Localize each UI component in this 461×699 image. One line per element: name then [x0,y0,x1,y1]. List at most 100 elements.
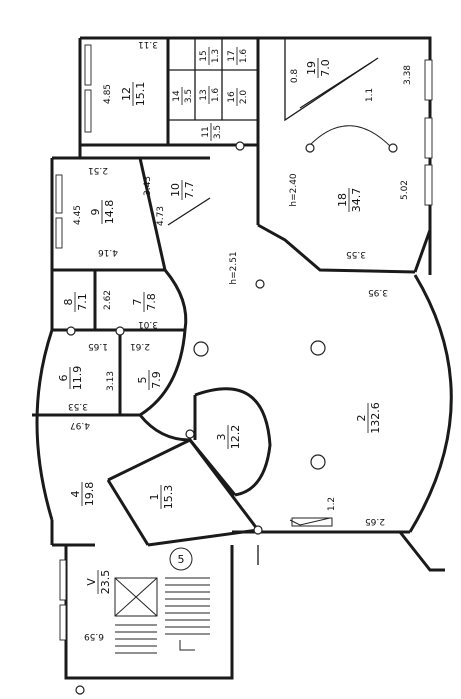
windows [55,44,433,641]
stair-marker-circle [169,547,193,571]
window [84,44,92,86]
dim-label: 4.45 [73,205,83,225]
room-label-1: 1 15.3 [148,485,175,510]
room-label-16: 16 2.0 [227,88,249,106]
svg-text:12.2: 12.2 [229,425,242,450]
svg-text:7.8: 7.8 [145,293,158,311]
svg-text:15.3: 15.3 [162,485,175,510]
svg-text:23.5: 23.5 [99,570,112,595]
svg-text:18: 18 [336,193,349,207]
room-label-9: 9 14.8 [89,200,116,225]
room-label-4: 4 19.8 [69,482,96,507]
lamp [388,143,398,153]
dim-label: 2.61 [130,341,150,351]
svg-text:8: 8 [62,299,75,306]
svg-text:7.1: 7.1 [76,293,89,311]
dim-label: 4.73 [156,206,166,226]
partitions [32,38,432,565]
dim-label: 4.97 [70,420,90,430]
svg-text:13: 13 [199,89,209,100]
svg-text:7.9: 7.9 [150,371,163,389]
room-label-V: V 23.5 [85,570,112,595]
svg-text:19: 19 [305,61,318,75]
window [424,117,433,159]
svg-text:132.6: 132.6 [369,402,382,434]
room-label-19: 19 7.0 [305,58,332,78]
room-label-8: 8 7.1 [62,292,89,312]
dim-label: 3.95 [368,287,388,297]
window [59,604,67,641]
room-label-5: 5 7.9 [136,370,163,390]
lamp [255,279,265,289]
dim-label: 6.59 [84,631,104,641]
dim-label: 3.11 [138,39,158,49]
window [424,164,433,206]
doors [289,517,333,527]
svg-text:3.5: 3.5 [213,125,223,139]
svg-text:3: 3 [215,434,228,441]
window [59,559,67,601]
dim-label: 3.53 [68,401,88,411]
room-label-3: 3 12.2 [215,425,242,450]
svg-text:12: 12 [120,87,133,101]
lamp [310,454,326,470]
svg-text:3.5: 3.5 [184,89,194,103]
room-label-12: 12 15.1 [120,82,147,107]
svg-text:1.6: 1.6 [239,49,249,64]
svg-text:10: 10 [169,183,182,197]
svg-text:2: 2 [355,415,368,422]
svg-text:15: 15 [199,50,209,61]
dim-label: 3.13 [106,371,116,391]
dim-label: 2.65 [365,516,385,526]
room-label-6: 6 11.9 [57,366,84,391]
dim-label: 5.02 [400,180,410,200]
room-label-18: 18 34.7 [336,188,363,213]
window [424,59,433,101]
dim-label: 3.01 [138,319,158,329]
dim-label: 1.65 [88,341,108,351]
room-label-11: 11 3.5 [201,123,223,141]
lamp [305,143,315,153]
stair-shaft [114,577,158,617]
fixtures [66,125,398,695]
door [291,517,333,527]
svg-text:1.3: 1.3 [211,49,221,63]
svg-text:11: 11 [201,126,211,137]
dim-label: 2.51 [88,165,108,175]
room-label-2: 2 132.6 [355,402,382,434]
lamp [253,525,263,535]
window [84,89,92,133]
svg-text:1.6: 1.6 [211,88,221,103]
ceiling-height-hall: h=2.40 [289,173,299,207]
lamp [193,341,209,357]
dim-label: 1.2 [327,497,337,511]
svg-text:7: 7 [131,299,144,306]
stair-steps [115,577,210,654]
svg-text:14: 14 [172,90,182,102]
lamp [66,326,76,336]
svg-text:15.1: 15.1 [134,82,147,107]
lamp [310,340,326,356]
window [55,217,63,249]
room-label-10: 10 7.7 [169,180,196,200]
svg-text:9: 9 [89,209,102,216]
dim-label: 3.38 [403,65,413,85]
dimension-labels: 3.11 4.85 3.38 0.8 1.1 5.02 3.55 3.95 2.… [68,39,413,641]
dim-label: 4.16 [98,247,118,257]
svg-text:34.7: 34.7 [350,188,363,213]
dim-label: 1.1 [365,88,375,102]
lamp [115,326,125,336]
lamp [185,429,195,439]
svg-text:1: 1 [148,494,161,501]
dim-label: 3.55 [346,249,366,259]
dim-label: 3.43 [143,176,153,196]
svg-text:5: 5 [136,377,149,384]
svg-text:14.8: 14.8 [103,200,116,225]
lamp [75,685,85,695]
dim-label: 2.62 [103,290,113,310]
room-label-7: 7 7.8 [131,292,158,312]
window [55,174,63,214]
svg-text:7.7: 7.7 [183,181,196,199]
